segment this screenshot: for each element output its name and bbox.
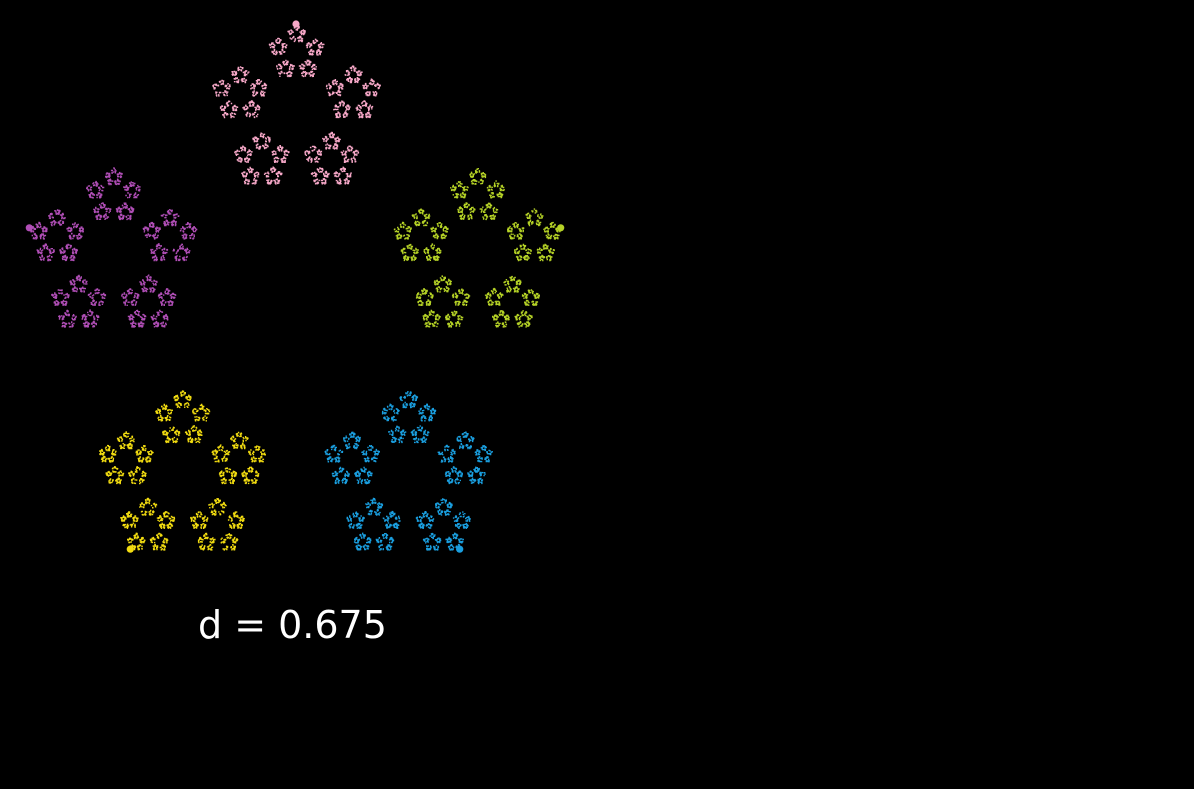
vertex-marker-pink bbox=[292, 20, 300, 28]
vertex-marker-lime bbox=[557, 224, 565, 232]
pentaflake-yellow bbox=[99, 390, 266, 553]
ratio-label: d = 0.675 bbox=[198, 603, 387, 647]
vertex-marker-purple bbox=[25, 224, 33, 232]
fractal-points-lime bbox=[393, 168, 561, 328]
pentaflake-lime bbox=[393, 168, 565, 328]
fractal-points-yellow bbox=[99, 390, 266, 551]
pentaflake-pink bbox=[212, 20, 381, 185]
fractal-points-blue bbox=[324, 391, 493, 551]
vertex-marker-blue bbox=[456, 545, 464, 553]
fractal-points-pink bbox=[212, 24, 381, 185]
pentaflake-blue bbox=[324, 391, 493, 553]
pentaflake-purple bbox=[25, 167, 198, 328]
fractal-points-purple bbox=[29, 167, 198, 328]
vertex-marker-yellow bbox=[126, 545, 134, 553]
